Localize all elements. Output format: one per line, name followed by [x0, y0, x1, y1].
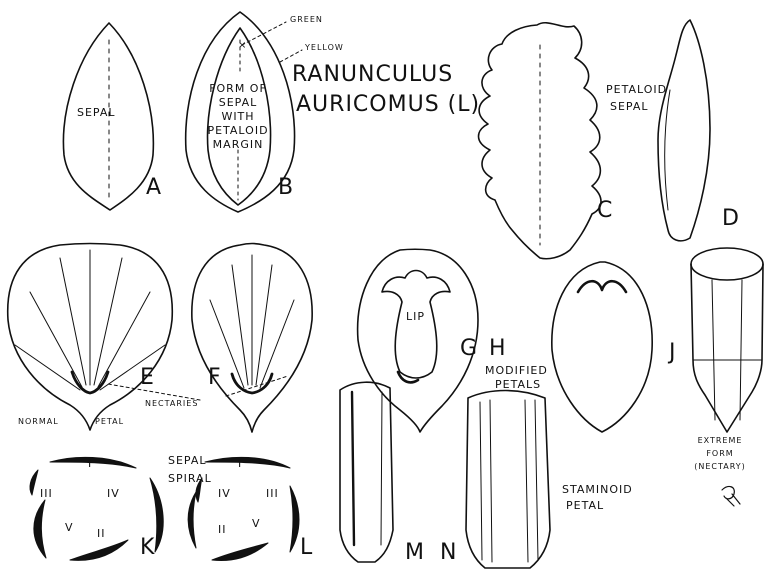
fig-b-text-4: PETALOID	[206, 125, 270, 136]
fig-l-numeral-5: V	[252, 518, 261, 529]
svg-text:×: ×	[238, 40, 246, 51]
fig-a-text: SEPAL	[77, 107, 116, 118]
fig-k-numeral-1: I	[88, 458, 92, 469]
artist-monogram	[722, 487, 740, 506]
fig-b-text-3: WITH	[206, 111, 270, 122]
figure-d-curved-sepal	[658, 20, 710, 241]
fig-k-numeral-4: IV	[107, 488, 120, 499]
fig-k-label-1: SEPAL	[168, 455, 207, 466]
fig-g-letter: G	[460, 338, 478, 360]
modified-petals-1: MODIFIED	[485, 365, 548, 376]
title-line-2: AURICOMUS (L)	[296, 94, 480, 116]
fig-e-label-2: PETAL	[95, 418, 124, 426]
fig-k-numeral-2: II	[97, 528, 106, 539]
figure-n-staminoid-petal	[466, 391, 550, 569]
fig-b-text-5: MARGIN	[206, 139, 270, 150]
fig-k-numeral-3: III	[40, 488, 53, 499]
fig-j-label-2: FORM	[680, 450, 760, 458]
fig-n-letter: N	[440, 542, 457, 564]
fig-b-letter: B	[278, 177, 294, 199]
fig-h-letter: H	[489, 338, 507, 360]
fig-d-letter: D	[722, 208, 740, 230]
fig-l-numeral-4: IV	[218, 488, 231, 499]
fig-a-letter: A	[146, 177, 162, 199]
fig-c-label-2: SEPAL	[610, 101, 649, 112]
modified-petals-2: PETALS	[495, 379, 541, 390]
nectaries-label: NECTARIES	[145, 400, 198, 408]
title-line-1: RANUNCULUS	[292, 64, 453, 86]
fig-e-label-1: NORMAL	[18, 418, 59, 426]
fig-j-letter: J	[669, 342, 677, 364]
fig-b-callout-green: GREEN	[290, 16, 323, 24]
fig-c-letter: C	[597, 200, 613, 222]
fig-m-letter: M	[405, 542, 425, 564]
fig-l-numeral-2: II	[218, 524, 227, 535]
fig-e-letter: E	[140, 367, 155, 389]
fig-j-label-3: (NECTARY)	[680, 463, 760, 471]
fig-k-letter: K	[140, 537, 155, 559]
figure-c-petaloid-sepal	[479, 23, 602, 259]
fig-j-label-1: EXTREME	[680, 437, 760, 445]
fig-k-numeral-5: V	[65, 522, 74, 533]
fig-b-text-2: SEPAL	[206, 97, 270, 108]
fig-g-text: LIP	[406, 311, 425, 322]
figure-f-petal	[192, 244, 312, 433]
figure-j-nectary	[691, 248, 763, 432]
fig-k-label-2: SPIRAL	[168, 473, 212, 484]
fig-n-label-2: PETAL	[566, 500, 604, 511]
figure-h-lipped-petal	[552, 262, 652, 432]
figure-m-staminoid-petal	[340, 382, 393, 562]
fig-n-label-1: STAMINOID	[562, 484, 633, 495]
fig-f-letter: F	[208, 367, 222, 389]
fig-l-numeral-1: I	[238, 458, 242, 469]
fig-l-numeral-3: III	[266, 488, 279, 499]
fig-b-callout-yellow: YELLOW	[305, 44, 344, 52]
fig-l-letter: L	[300, 537, 313, 559]
fig-c-label-1: PETALOID	[606, 84, 667, 95]
fig-b-text-1: FORM OF	[206, 83, 270, 94]
